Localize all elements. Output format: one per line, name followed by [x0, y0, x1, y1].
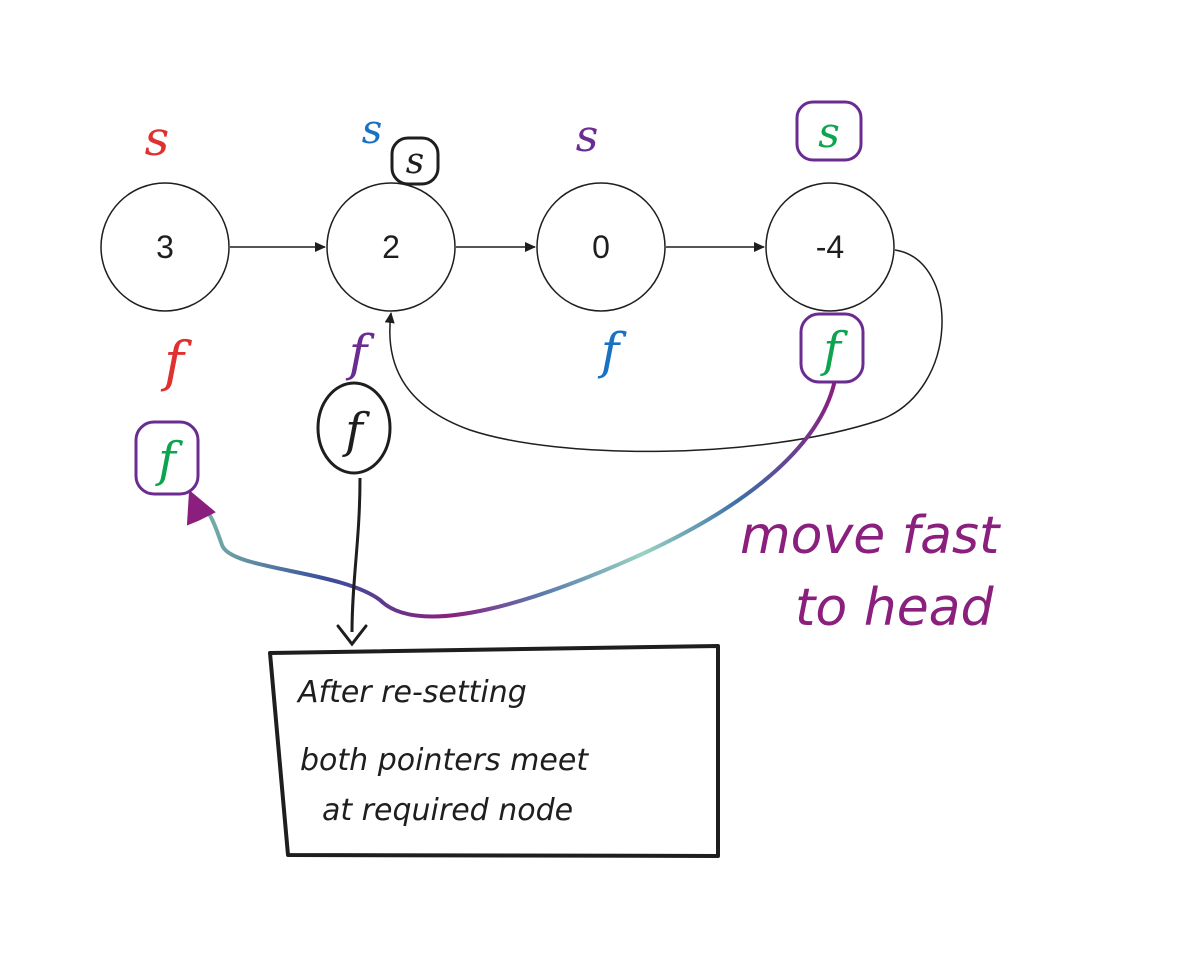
node-0: 3: [100, 182, 230, 312]
move-fast-arrowhead: [186, 489, 216, 526]
note-arrow: [350, 477, 362, 633]
fast-mark-node-1: f: [345, 324, 375, 382]
fast-mark-node-1-circled-text: f: [342, 403, 370, 459]
note-arrowhead: [336, 624, 368, 647]
note-box: After re-setting both pointers meet at r…: [268, 644, 720, 858]
annotation-line-1: move fast: [740, 506, 1001, 566]
cycle-edge-3-1: [384, 249, 943, 453]
node-0-label: 3: [156, 229, 174, 265]
fast-mark-node-0-boxed: f: [134, 420, 200, 496]
fast-mark-node-0: f: [160, 330, 192, 393]
node-2: 0: [536, 182, 666, 312]
node-1-label: 2: [382, 229, 400, 265]
node-3: -4: [765, 182, 895, 312]
note-line-2: both pointers meet: [300, 743, 589, 778]
move-fast-arrow: [195, 382, 836, 619]
slow-mark-node-1-boxed-text: s: [406, 141, 424, 182]
slow-mark-node-3-boxed-text: s: [818, 108, 840, 157]
fast-mark-node-1-circled: f: [316, 381, 392, 475]
note-line-3: at required node: [322, 793, 573, 828]
fast-mark-node-2: f: [597, 322, 627, 380]
slow-mark-node-1: s: [362, 107, 383, 153]
slow-mark-node-0: s: [145, 111, 170, 167]
note-line-1: After re-setting: [296, 675, 527, 710]
slow-mark-node-2: s: [576, 111, 599, 162]
slow-mark-node-1-boxed: s: [390, 136, 440, 186]
fast-mark-node-0-boxed-text: f: [155, 432, 183, 488]
annotation-line-2: to head: [795, 578, 995, 638]
node-2-label: 0: [592, 229, 610, 265]
fast-mark-node-3-boxed-text: f: [820, 322, 848, 378]
fast-mark-node-3-boxed: f: [799, 312, 865, 384]
node-3-label: -4: [816, 229, 844, 265]
slow-mark-node-3-boxed: s: [795, 100, 863, 162]
node-1: 2: [326, 182, 456, 312]
